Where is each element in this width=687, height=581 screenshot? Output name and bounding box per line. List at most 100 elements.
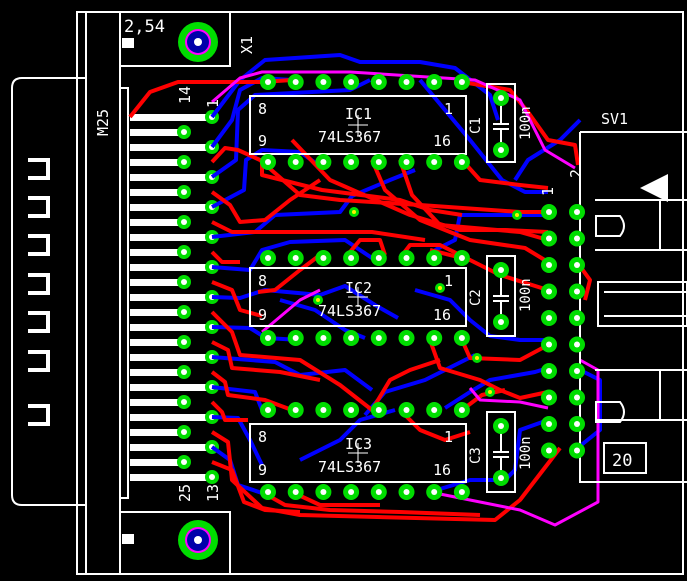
ic1-pad bbox=[370, 74, 387, 90]
ic2-pad bbox=[343, 250, 360, 266]
connector-pad-row2 bbox=[177, 125, 191, 139]
sv1-pad bbox=[569, 283, 585, 300]
sv1-pad bbox=[541, 230, 557, 247]
sv1-pad bbox=[569, 257, 585, 273]
ic2-pad bbox=[370, 250, 387, 266]
ic1-pad bbox=[260, 74, 276, 90]
ic2-pad bbox=[287, 250, 304, 266]
c1-value: 100n bbox=[518, 106, 534, 140]
ic3-pad bbox=[370, 484, 387, 500]
connector-finger bbox=[130, 474, 212, 481]
ic3-pad bbox=[287, 402, 304, 418]
sv1-pad bbox=[569, 310, 585, 326]
ic2-outline bbox=[249, 267, 467, 327]
ic3-pad bbox=[343, 484, 360, 500]
x1-name-label: X1 bbox=[238, 36, 256, 54]
connector-finger bbox=[130, 144, 212, 151]
ic1-pad bbox=[453, 74, 470, 90]
ic3-pin8-label: 8 bbox=[258, 428, 267, 446]
connector-finger bbox=[130, 174, 212, 181]
sv1-pad bbox=[569, 442, 585, 459]
sv1-pad bbox=[541, 389, 557, 406]
ic2-pin9-label: 9 bbox=[258, 306, 267, 324]
sv1-pad bbox=[569, 204, 585, 220]
ground-traces bbox=[211, 70, 600, 527]
c3-value: 100n bbox=[518, 436, 534, 470]
connector-finger bbox=[130, 219, 182, 226]
ic3-pad bbox=[370, 402, 387, 418]
mounting-hole-top bbox=[178, 22, 218, 62]
ic1-pad bbox=[287, 154, 304, 170]
sv1-pad bbox=[541, 442, 557, 459]
connector-finger bbox=[130, 249, 182, 256]
ic2-pad bbox=[370, 330, 387, 346]
ic-center-crosses bbox=[348, 115, 368, 463]
ic2-part: 74LS367 bbox=[318, 302, 381, 320]
ic3-pad bbox=[260, 484, 276, 500]
ic2-pin8-label: 8 bbox=[258, 272, 267, 290]
ic2-pad bbox=[315, 250, 332, 266]
connector-finger bbox=[130, 429, 182, 436]
c2-name: C2 bbox=[468, 289, 484, 306]
ic2-pad bbox=[260, 330, 276, 346]
ic3-pin9-label: 9 bbox=[258, 461, 267, 479]
sv1-pin1-arrow bbox=[640, 174, 668, 202]
c3-name: C3 bbox=[468, 447, 484, 464]
ic1-pad bbox=[315, 74, 332, 90]
ic1-pad bbox=[315, 154, 332, 170]
ic2-pad bbox=[260, 250, 276, 266]
x1-pitch-label: 2,54 bbox=[124, 17, 165, 37]
connector-pad-row2 bbox=[177, 215, 191, 229]
c1-pad bbox=[493, 90, 509, 106]
connector-pad-row2 bbox=[177, 275, 191, 289]
db25-connector-outline bbox=[11, 11, 231, 575]
c1-name: C1 bbox=[468, 117, 484, 134]
c3-pad bbox=[493, 470, 509, 486]
ic3-pad bbox=[453, 402, 470, 418]
ic1-pin1-label: 1 bbox=[444, 100, 453, 118]
ic1-pad bbox=[370, 154, 387, 170]
sv1-pad bbox=[541, 310, 557, 326]
connector-pad-row2 bbox=[177, 425, 191, 439]
ic3-outline bbox=[249, 423, 467, 483]
x1-type-label: M25 bbox=[94, 109, 112, 136]
c2-pad bbox=[493, 314, 509, 330]
connector-slots bbox=[28, 158, 50, 426]
capacitor-pads bbox=[493, 90, 509, 486]
connector-pad-row2 bbox=[177, 335, 191, 349]
sv1-name-label: SV1 bbox=[601, 110, 628, 128]
connector-finger bbox=[130, 309, 182, 316]
ic1-pad bbox=[453, 154, 470, 170]
connector-fingers bbox=[130, 110, 219, 484]
ic2-pad bbox=[398, 250, 415, 266]
c3-pad bbox=[493, 418, 509, 434]
pin1-marker-bottom bbox=[122, 534, 134, 544]
ic1-pad bbox=[398, 154, 415, 170]
connector-pad-row2 bbox=[177, 245, 191, 259]
sv1-pad bbox=[541, 204, 557, 220]
connector-finger bbox=[130, 114, 212, 121]
ic1-pad bbox=[426, 154, 443, 170]
connector-finger bbox=[130, 399, 182, 406]
ic3-pad bbox=[453, 484, 470, 500]
sv1-pad bbox=[541, 336, 557, 353]
ic2-name: IC2 bbox=[345, 279, 372, 297]
ic3-name: IC3 bbox=[345, 435, 372, 453]
sv1-pad bbox=[541, 257, 557, 273]
sv1-pin2-label: 2 bbox=[567, 169, 585, 178]
ic3-pad bbox=[398, 402, 415, 418]
sv1-pin1-label: 1 bbox=[539, 187, 557, 196]
sv1-pad bbox=[541, 283, 557, 300]
connector-finger bbox=[130, 414, 212, 421]
x1-pin14-label: 14 bbox=[176, 86, 194, 104]
ic3-pad bbox=[287, 484, 304, 500]
connector-pad-row1 bbox=[205, 470, 219, 484]
connector-finger bbox=[130, 279, 182, 286]
ic1-pad bbox=[343, 154, 360, 170]
x1-pin25-label: 25 bbox=[176, 484, 194, 502]
connector-pad-row2 bbox=[177, 455, 191, 469]
connector-finger bbox=[130, 384, 212, 391]
ic3-pad bbox=[343, 402, 360, 418]
connector-finger bbox=[130, 129, 182, 136]
